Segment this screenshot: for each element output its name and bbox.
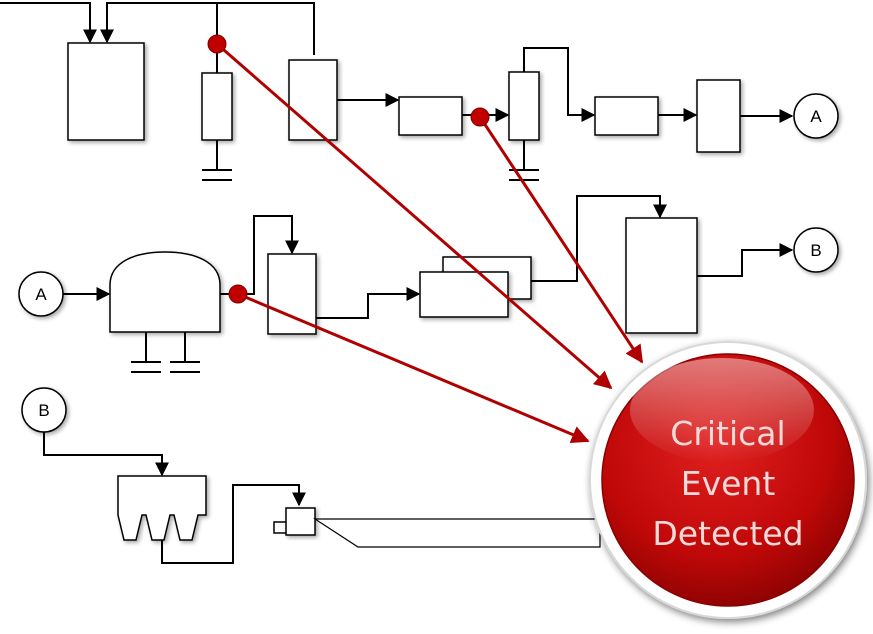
event-arrow-3 bbox=[237, 292, 590, 444]
connector-a-out: A bbox=[793, 93, 839, 139]
connector-b-out-label: B bbox=[810, 241, 821, 260]
vessel bbox=[625, 217, 698, 334]
column-2 bbox=[508, 71, 540, 141]
separator bbox=[696, 79, 741, 153]
connector-a-in: A bbox=[18, 271, 64, 317]
hopper bbox=[117, 475, 207, 541]
furnace bbox=[109, 251, 221, 333]
line-column-to-unit bbox=[523, 47, 596, 122]
exchanger-front bbox=[419, 271, 509, 318]
furnace-grounds bbox=[131, 332, 200, 373]
line-to-connector-b bbox=[697, 243, 794, 277]
connector-b-in: B bbox=[21, 387, 67, 433]
row-3-flow: B bbox=[21, 387, 601, 564]
event-dot-2 bbox=[470, 107, 490, 127]
critical-event-badge[interactable]: Critical Event Detected bbox=[589, 341, 867, 619]
connector-a-out-label: A bbox=[810, 107, 822, 126]
event-arrow-2 bbox=[478, 116, 644, 364]
top-loop-line bbox=[100, 2, 315, 55]
feed-line-1 bbox=[0, 2, 97, 44]
row-2-flow: A B bbox=[18, 195, 839, 373]
connector-a-in-label: A bbox=[35, 285, 47, 304]
conveyor bbox=[312, 518, 601, 548]
event-links bbox=[207, 34, 644, 444]
alert-line-3: Detected bbox=[652, 514, 803, 553]
heat-exchanger-2 bbox=[594, 96, 659, 136]
ground-symbol-2 bbox=[509, 140, 539, 181]
event-dot-3 bbox=[228, 284, 248, 304]
heat-exchanger-1 bbox=[398, 96, 463, 136]
alert-line-2: Event bbox=[681, 464, 776, 503]
storage-tank bbox=[67, 42, 145, 141]
event-arrow-1 bbox=[216, 42, 613, 390]
line-to-vessel bbox=[531, 195, 667, 282]
small-unit bbox=[273, 507, 316, 536]
ground-symbol bbox=[202, 140, 232, 181]
line-b-to-hopper bbox=[43, 432, 169, 477]
line-reactor-to-exchanger-2 bbox=[316, 287, 421, 319]
column-1 bbox=[201, 72, 233, 141]
reactor-2 bbox=[267, 253, 317, 335]
alert-line-1: Critical bbox=[670, 414, 785, 453]
connector-b-out: B bbox=[793, 227, 839, 273]
line-hopper-to-unit bbox=[161, 484, 306, 564]
event-dot-1 bbox=[207, 34, 227, 54]
badge-gloss bbox=[630, 358, 814, 462]
connector-b-in-label: B bbox=[38, 401, 49, 420]
row-1-flow: A bbox=[0, 2, 839, 181]
